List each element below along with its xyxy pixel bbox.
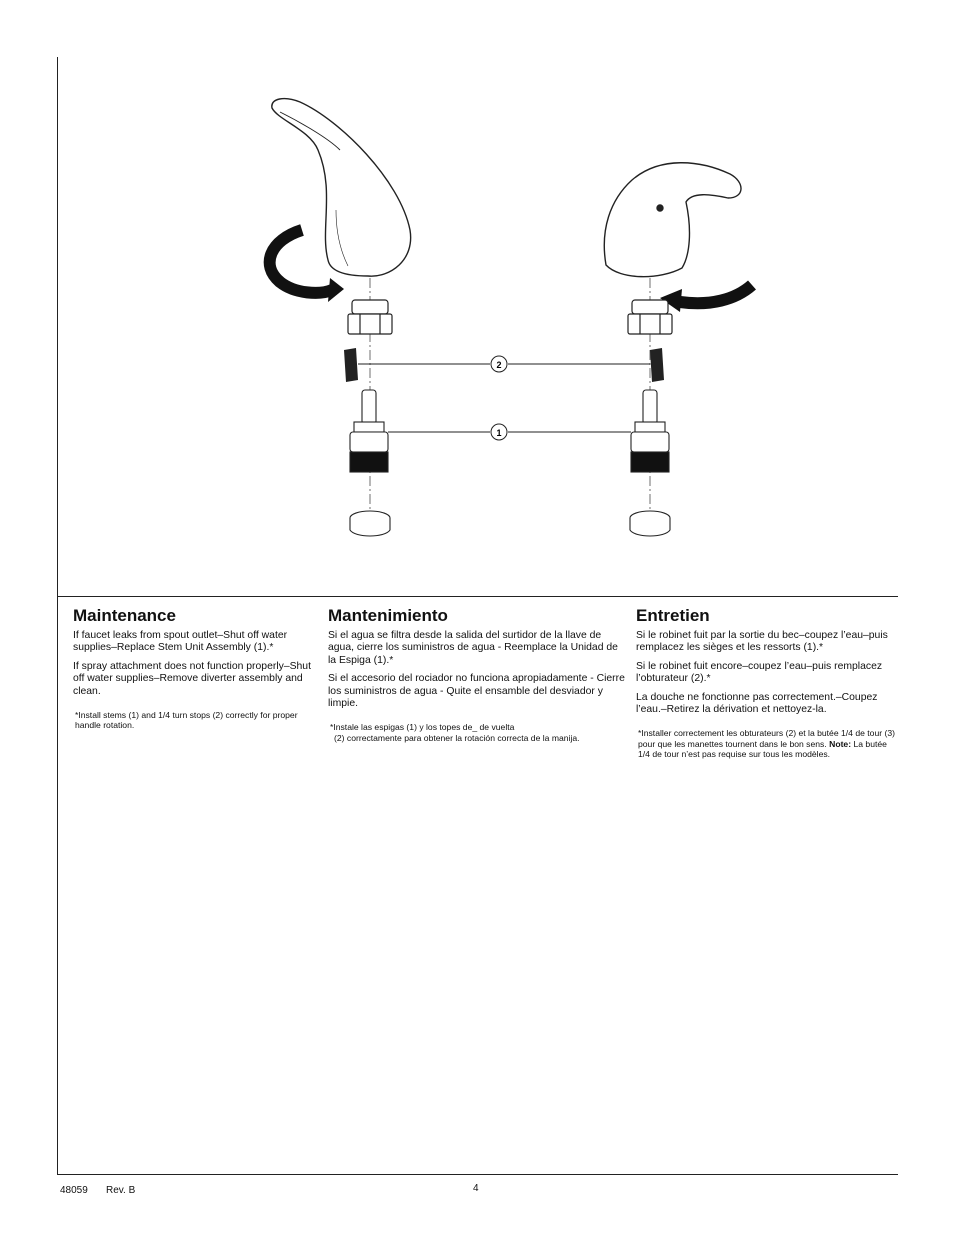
mantenimiento-paragraph-1: Si el agua se filtra desde la salida del… — [328, 630, 618, 666]
left-handle-icon — [271, 97, 412, 277]
mantenimiento-note-line-2: (2) correctamente para obtener la rotaci… — [334, 732, 580, 743]
right-stop-icon — [650, 348, 664, 382]
entretien-paragraph-1: Si le robinet fuit par la sortie du bec–… — [636, 630, 888, 654]
mantenimiento-note: *Instale las espigas (1) y los topes de_… — [328, 722, 628, 743]
entretien-note-text-1: *Installer correctement les obturateurs … — [638, 728, 895, 749]
maintenance-paragraph-1: If faucet leaks from spout outlet–Shut o… — [73, 630, 288, 654]
maintenance-paragraph-2: If spray attachment does not function pr… — [73, 660, 311, 697]
mantenimiento-section: Mantenimiento Si el agua se filtra desde… — [328, 606, 628, 749]
entretien-note: *Installer correctement les obturateurs … — [636, 728, 898, 759]
mantenimiento-heading: Mantenimiento — [328, 606, 448, 625]
svg-text:2: 2 — [496, 360, 501, 370]
left-seat-ring-icon — [349, 510, 391, 537]
entretien-note-bold: Note: — [829, 738, 852, 749]
right-seat-ring-icon — [629, 510, 671, 537]
maintenance-note: *Install stems (1) and 1/4 turn stops (2… — [75, 710, 298, 731]
svg-text:1: 1 — [496, 428, 501, 438]
mantenimiento-note-line-1: *Instale las espigas (1) y los topes de_… — [330, 722, 515, 733]
left-stop-icon — [344, 348, 358, 382]
section-divider — [57, 596, 898, 597]
right-stem-icon — [630, 389, 670, 473]
right-handle-icon — [603, 162, 742, 278]
entretien-paragraph-2: Si le robinet fuit encore–coupez l’eau–p… — [636, 660, 883, 685]
faucet-stem-diagram: 2 1 — [263, 97, 756, 537]
entretien-heading: Entretien — [636, 606, 710, 625]
callout-1: 1 — [490, 423, 508, 441]
left-rotation-arrow-icon — [263, 224, 344, 302]
page-number: 4 — [473, 1183, 479, 1194]
left-border-line — [57, 57, 58, 1175]
entretien-note-text-2: La butée 1/4 de tour n’est pas requise s… — [638, 738, 887, 760]
left-bonnet-nut-icon — [347, 299, 393, 335]
left-stem-icon — [349, 389, 389, 473]
footer-divider — [57, 1174, 898, 1175]
revision-label: Rev. B — [106, 1185, 136, 1196]
callout-2: 2 — [490, 355, 508, 373]
entretien-paragraph-3: La douche ne fonctionne pas correctement… — [636, 691, 878, 716]
right-rotation-arrow-icon — [660, 280, 756, 312]
document-number: 48059 — [60, 1185, 88, 1196]
maintenance-heading: Maintenance — [73, 606, 176, 625]
entretien-section: Entretien Si le robinet fuit par la sort… — [636, 606, 898, 766]
maintenance-section: Maintenance If faucet leaks from spout o… — [73, 606, 313, 737]
right-bonnet-nut-icon — [627, 299, 673, 335]
mantenimiento-paragraph-2: Si el accesorio del rociador no funciona… — [328, 673, 625, 710]
